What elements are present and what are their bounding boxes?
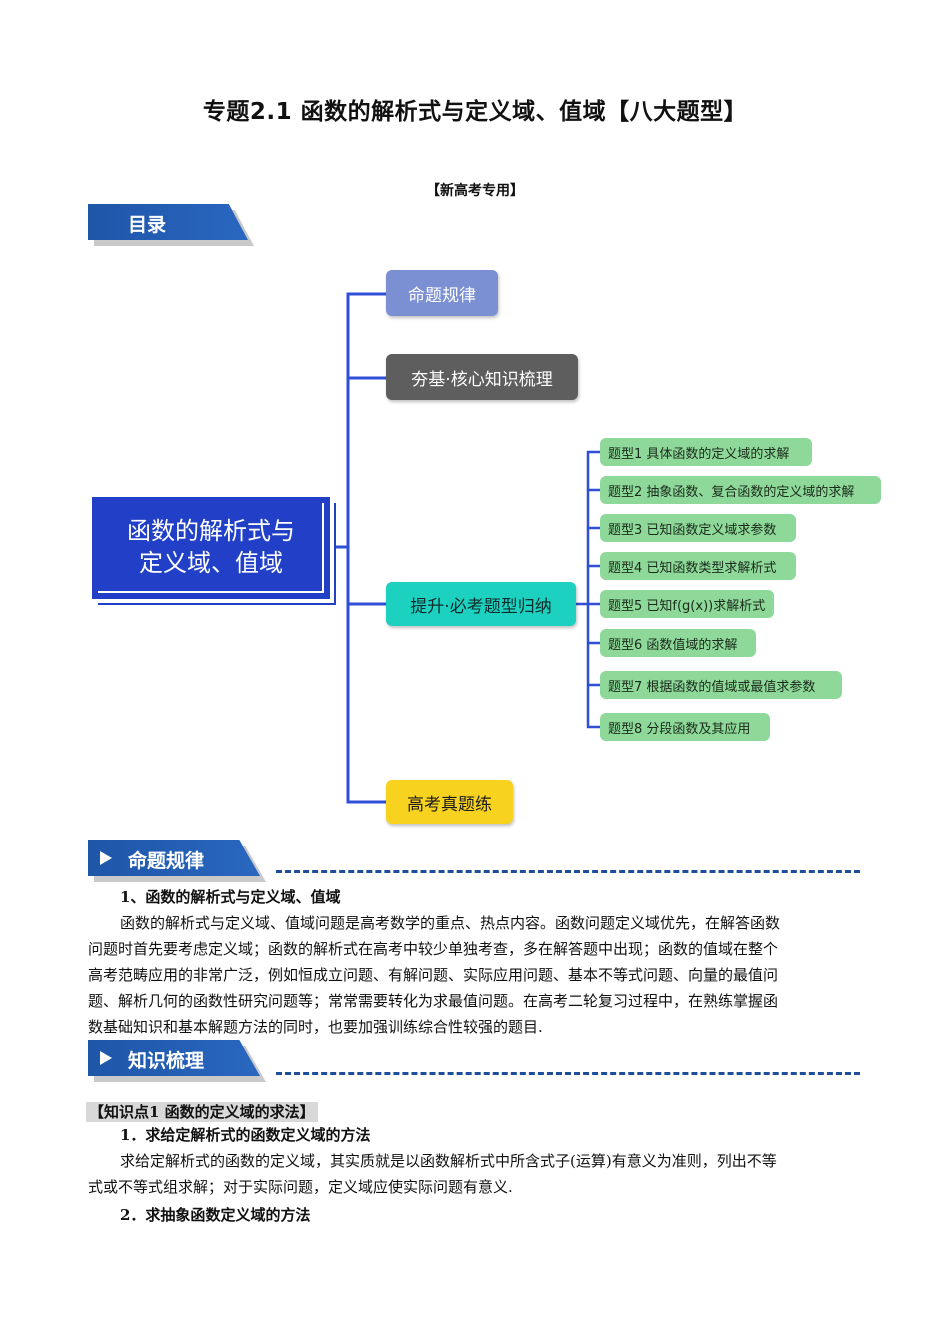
leaf-type-1-label: 题型1 具体函数的定义域的求解 [608,446,790,462]
page-title: 专题2.1 函数的解析式与定义域、值域【八大题型】 [202,99,748,125]
branch-core-knowledge-label: 夯基·核心知识梳理 [411,369,553,390]
branch-real-exams-label: 高考真题练 [407,794,492,815]
rules-paragraph: 函数的解析式与定义域、值域问题是高考数学的重点、热点内容。函数问题定义域优先，在… [88,910,868,1040]
branch-rules-label: 命题规律 [408,285,476,306]
rules-banner: 命题规律 [88,840,266,882]
leaf-type-4[interactable]: 题型4 已知函数类型求解析式 [600,552,796,580]
knowledge-point-1-label: 【知识点1 函数的定义域的求法】 [86,1102,318,1122]
toc-banner-label: 目录 [128,214,167,236]
branch-real-exams[interactable]: 高考真题练 [386,780,513,824]
knowledge-line-2: 式或不等式组求解；对于实际问题，定义域应使实际问题有意义. [88,1178,513,1196]
leaf-type-5-label: 题型5 已知f(g(x))求解析式 [608,598,766,614]
leaf-type-3[interactable]: 题型3 已知函数定义域求参数 [600,514,796,542]
leaf-type-8-label: 题型8 分段函数及其应用 [608,721,751,737]
branch-rules[interactable]: 命题规律 [386,270,498,316]
branch-question-types-label: 提升·必考题型归纳 [410,596,552,617]
mindmap-root: 函数的解析式与 定义域、值域 [92,497,330,599]
leaf-type-5[interactable]: 题型5 已知f(g(x))求解析式 [600,590,774,618]
knowledge-line-1: 求给定解析式的函数的定义域，其实质就是以函数解析式中所含式子(运算)有意义为准则… [120,1152,777,1170]
mindmap-connectors [328,292,602,804]
knowledge-heading-1: 1．求给定解析式的函数定义域的方法 [120,1126,371,1144]
leaf-type-1[interactable]: 题型1 具体函数的定义域的求解 [600,438,812,466]
leaf-type-7[interactable]: 题型7 根据函数的值域或最值求参数 [600,671,842,699]
knowledge-banner-label: 知识梳理 [128,1050,205,1072]
knowledge-divider [276,1072,860,1075]
play-icon [100,851,112,865]
rules-banner-label: 命题规律 [128,850,205,872]
rules-line-4: 题、解析几何的函数性研究问题等；常常需要转化为求最值问题。在高考二轮复习过程中，… [88,992,779,1010]
leaf-type-2[interactable]: 题型2 抽象函数、复合函数的定义域的求解 [600,476,881,504]
rules-heading: 1、函数的解析式与定义域、值域 [120,888,341,906]
rules-line-2: 问题时首先要考虑定义域；函数的解析式在高考中较少单独考查，多在解答题中出现；函数… [88,940,779,958]
knowledge-point-1: 【知识点1 函数的定义域的求法】 [86,1101,318,1122]
rules-line-5: 数基础知识和基本解题方法的同时，也要加强训练综合性较强的题目. [88,1018,543,1036]
leaf-type-6-label: 题型6 函数值域的求解 [608,637,738,653]
branch-question-types[interactable]: 提升·必考题型归纳 [386,582,576,626]
rules-line-3: 高考范畴应用的非常广泛，例如恒成立问题、有解问题、实际应用问题、基本不等式问题、… [88,966,779,984]
mindmap-root-line1: 函数的解析式与 [127,517,295,545]
knowledge-heading-2: 2．求抽象函数定义域的方法 [120,1206,311,1224]
leaf-type-4-label: 题型4 已知函数类型求解析式 [608,560,777,576]
knowledge-banner: 知识梳理 [88,1040,266,1082]
leaf-type-7-label: 题型7 根据函数的值域或最值求参数 [608,679,816,695]
toc-banner: 目录 [88,204,254,246]
mindmap-root-line2: 定义域、值域 [139,549,283,577]
leaf-type-3-label: 题型3 已知函数定义域求参数 [608,522,777,538]
knowledge-paragraph-1: 求给定解析式的函数的定义域，其实质就是以函数解析式中所含式子(运算)有意义为准则… [88,1148,868,1200]
rules-divider [276,870,860,873]
leaf-type-6[interactable]: 题型6 函数值域的求解 [600,629,756,657]
leaf-type-2-label: 题型2 抽象函数、复合函数的定义域的求解 [608,484,855,500]
page-subtitle: 【新高考专用】 [426,183,524,199]
play-icon [100,1051,112,1065]
rules-line-1: 函数的解析式与定义域、值域问题是高考数学的重点、热点内容。函数问题定义域优先，在… [120,914,781,932]
leaf-type-8[interactable]: 题型8 分段函数及其应用 [600,713,770,741]
branch-core-knowledge[interactable]: 夯基·核心知识梳理 [386,354,578,400]
